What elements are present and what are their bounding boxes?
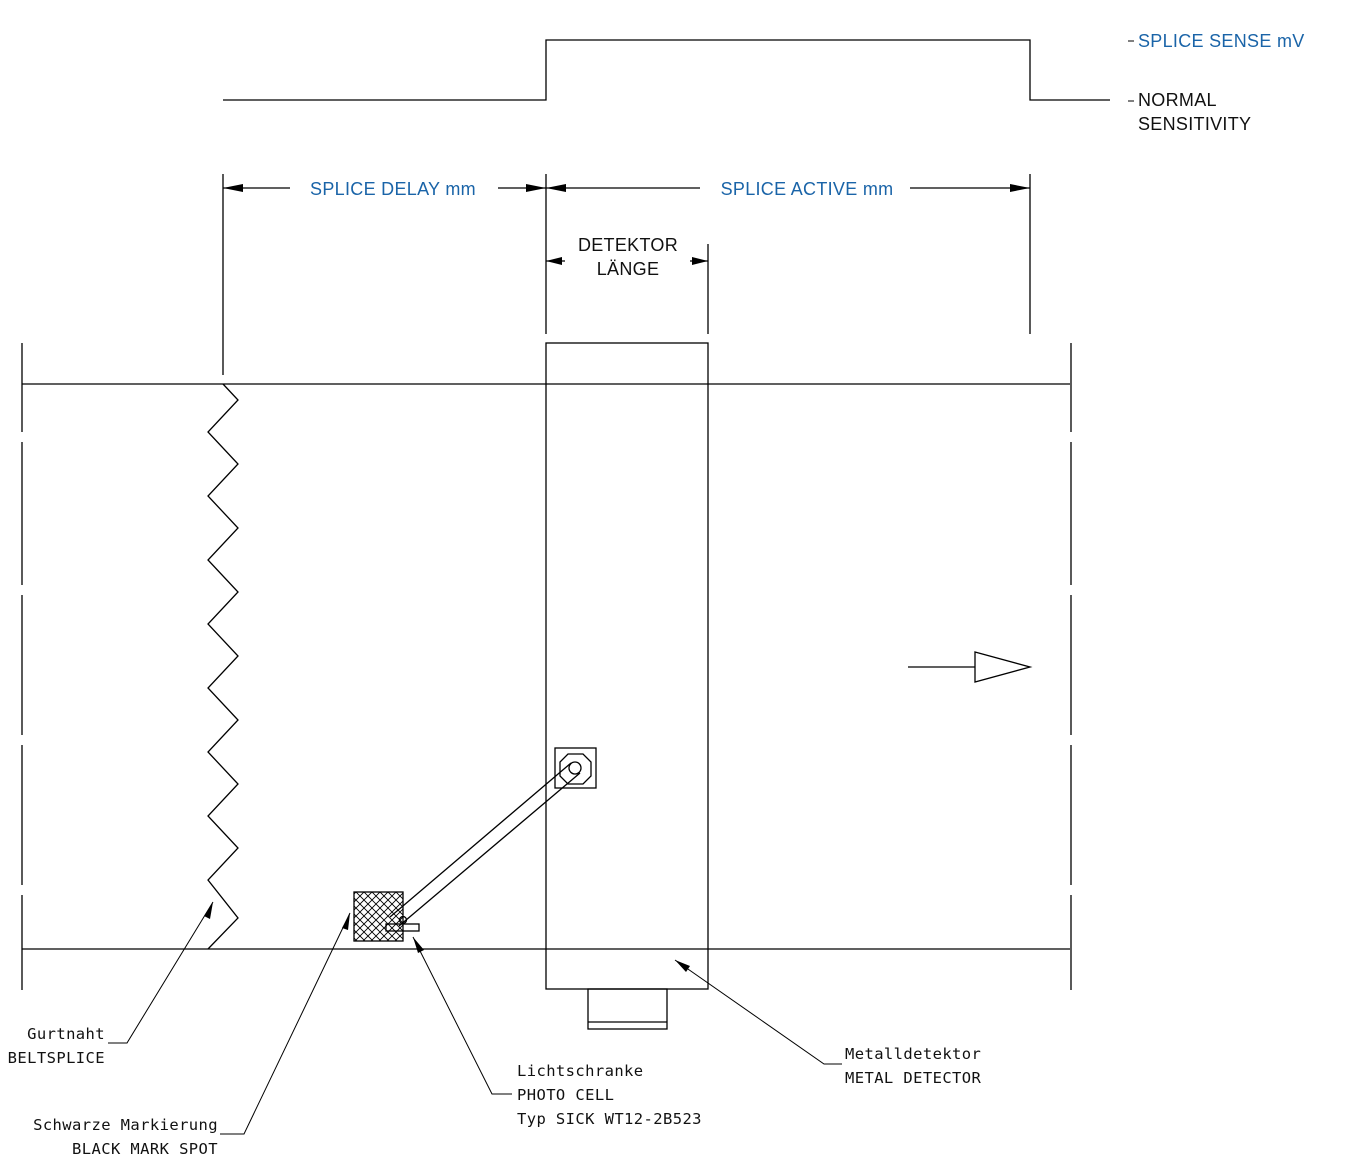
metal-detector-label-de: Metalldetektor (845, 1045, 981, 1063)
splice-delay-label: SPLICE DELAY mm (310, 179, 476, 199)
black-mark-spot (353, 891, 404, 942)
detector-length-label-line2: LÄNGE (597, 259, 660, 279)
black-mark-label-en: BLACK MARK SPOT (72, 1140, 218, 1158)
normal-sensitivity-label-line2: SENSITIVITY (1138, 114, 1251, 134)
belt-splice-zigzag (207, 383, 239, 950)
beltsplice-label-de: Gurtnaht (27, 1025, 105, 1043)
leader-beltsplice (108, 901, 214, 1044)
normal-sensitivity-label-line1: NORMAL (1138, 90, 1217, 110)
photo-cell-mount (554, 747, 597, 789)
photo-cell-type-label: Typ SICK WT12-2B523 (517, 1110, 702, 1128)
splice-active-dimension (546, 184, 1030, 192)
sensitivity-signal-trace (223, 39, 1110, 101)
arrow-right-icon (908, 651, 1033, 683)
beltsplice-label-en: BELTSPLICE (8, 1049, 105, 1067)
leader-black-mark (220, 912, 351, 1135)
black-mark-label-de: Schwarze Markierung (33, 1116, 218, 1134)
photo-cell-arm-line2 (398, 772, 581, 927)
splice-active-label: SPLICE ACTIVE mm (721, 179, 894, 199)
metal-detector-label-en: METAL DETECTOR (845, 1069, 982, 1087)
splice-sense-label: SPLICE SENSE mV (1138, 31, 1305, 51)
detector-length-dimension (546, 257, 708, 265)
photo-cell-lens (398, 915, 408, 925)
leader-photo-cell (412, 936, 512, 1095)
photo-cell-label-en: PHOTO CELL (517, 1086, 614, 1104)
photo-cell-mount-nut (559, 753, 592, 785)
metal-detector-body (545, 342, 709, 990)
detector-length-label-line1: DETEKTOR (578, 235, 678, 255)
splice-delay-dimension (223, 184, 546, 192)
metal-detector-base (587, 988, 668, 1030)
leader-metal-detector (674, 959, 842, 1065)
photo-cell-label-de: Lichtschranke (517, 1062, 644, 1080)
photo-cell-pivot (568, 761, 582, 775)
photo-cell-arm-line1 (389, 762, 572, 918)
